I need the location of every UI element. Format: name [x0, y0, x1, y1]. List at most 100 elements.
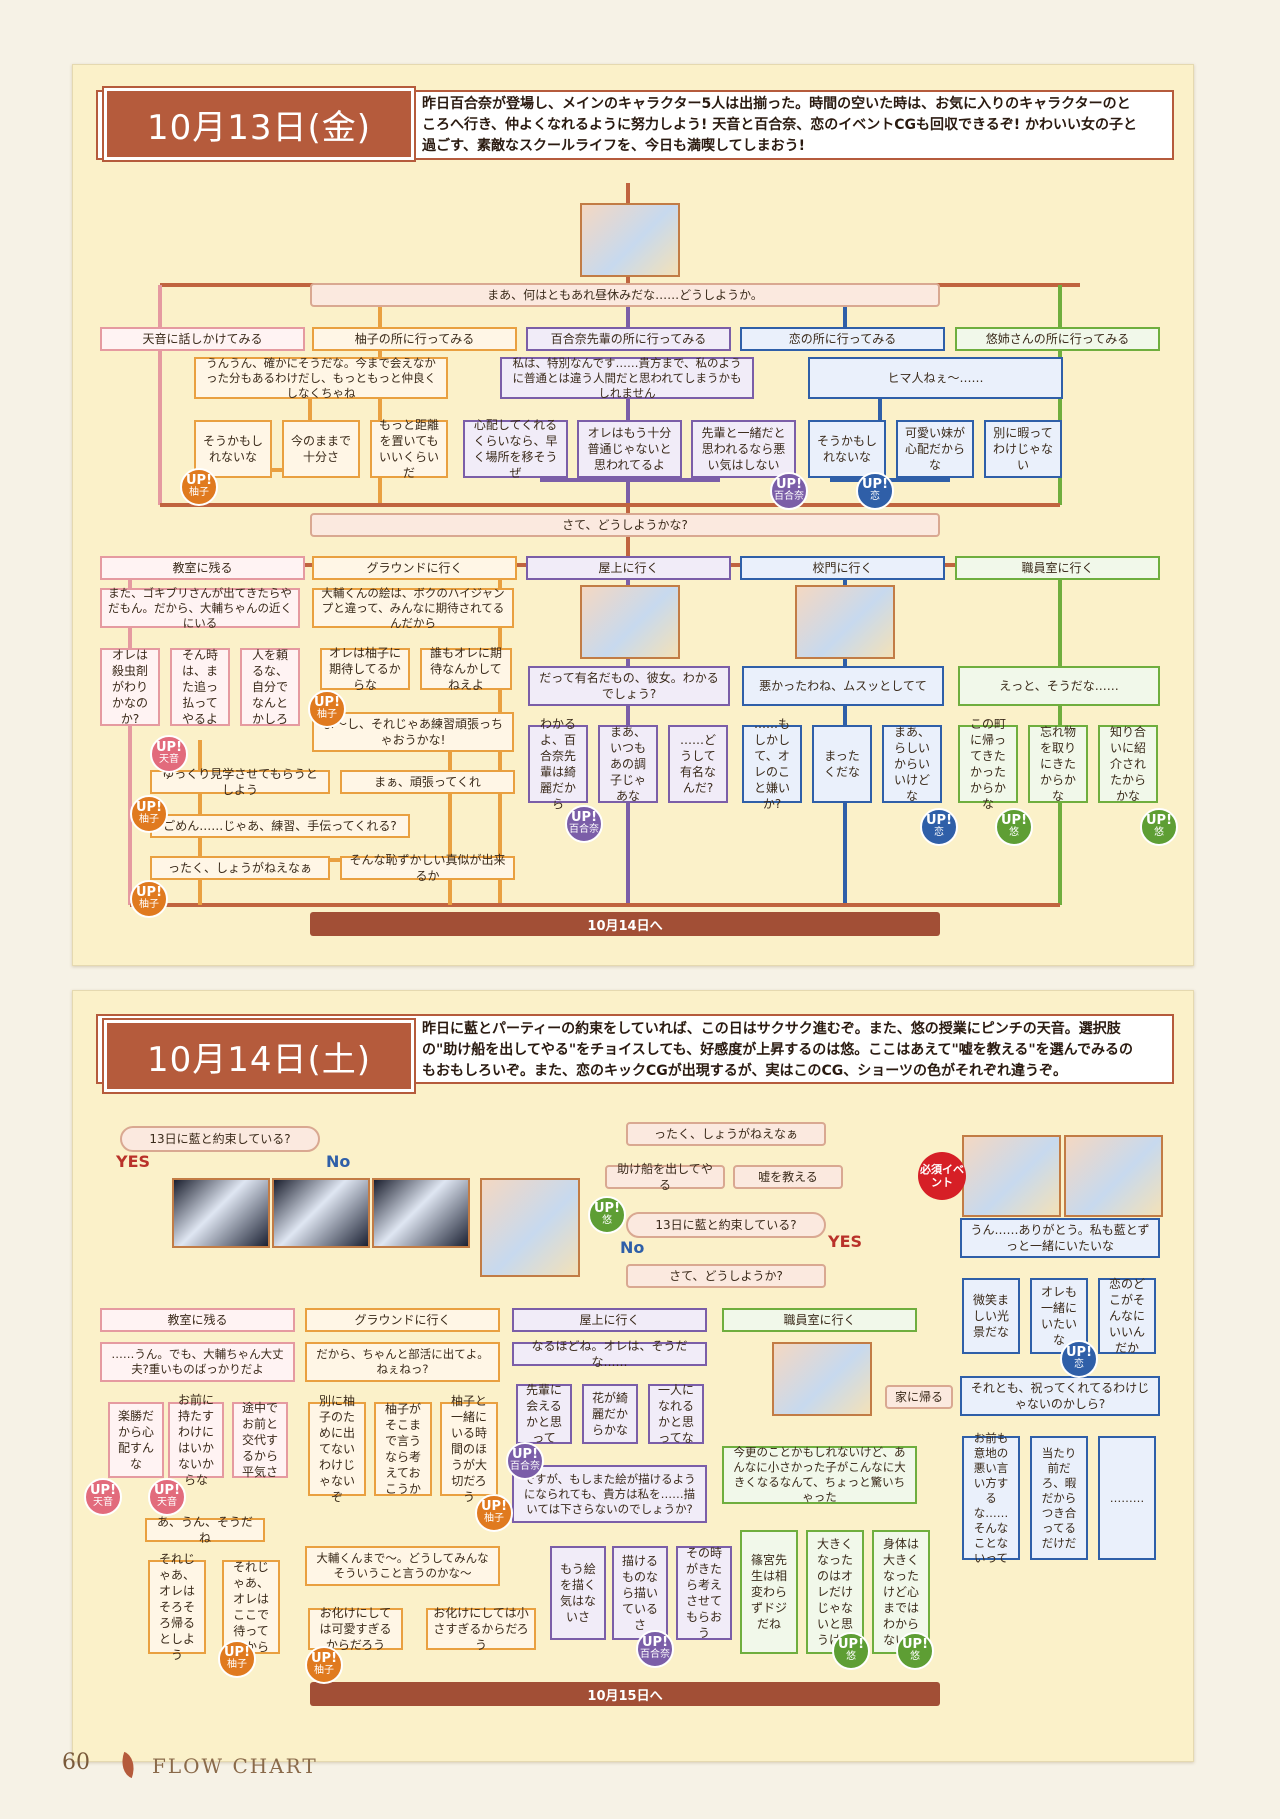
question-promise: 13日に藍と約束している?	[120, 1126, 320, 1152]
yuzu-choice-2[interactable]: 今のままで十分さ	[282, 420, 360, 478]
option-roof-2[interactable]: 屋上に行く	[512, 1308, 707, 1332]
ren-dialogue: ヒマ人ねぇ～……	[808, 357, 1063, 399]
next-day-oct14[interactable]: 10月14日へ	[310, 912, 940, 936]
up-badge-yurina-3: UP!百合奈	[506, 1442, 544, 1480]
ai-dialogue-2: それとも、祝ってくれてるわけじゃないのかしら?	[960, 1376, 1160, 1416]
staffroom2-choice-3[interactable]: 身体は大きくなったけど心まではわからないよ	[872, 1530, 930, 1654]
roof-choice-2[interactable]: まあ、いつもあの調子じゃあな	[598, 725, 658, 803]
ground-choice-2[interactable]: 誰もオレに期待なんかしてねえよ	[420, 646, 512, 692]
gate-cg-thumbnail	[795, 585, 895, 659]
up-badge-yurina-2: UP!百合奈	[565, 805, 603, 843]
ai-choice-5[interactable]: 当たり前だろ、暇だからつき合ってるだけだ	[1030, 1436, 1088, 1560]
option-ground[interactable]: グラウンドに行く	[312, 556, 517, 580]
ground-choice-goodluck[interactable]: まぁ、頑張ってくれ	[340, 770, 515, 794]
roof2-choice-2[interactable]: 花が綺麗だからかな	[582, 1384, 638, 1444]
yurina-dialogue: 私は、特別なんです……貴方まで、私のように普通とは違う人間だと思われてしまうかも…	[500, 356, 754, 400]
option-staffroom-2[interactable]: 職員室に行く	[722, 1308, 917, 1332]
question-promise-2: 13日に藍と約束している?	[626, 1212, 826, 1238]
yuzu-choice-3[interactable]: もっと距離を置いてもいいくらいだ	[370, 418, 448, 480]
dialogue-sigh: ったく、しょうがねえなぁ	[626, 1122, 826, 1146]
up-badge-yuzu-2: UP!柚子	[308, 690, 346, 728]
yes-label-2: YES	[828, 1232, 863, 1251]
option-ren[interactable]: 恋の所に行ってみる	[740, 327, 945, 351]
ai-choice-1[interactable]: 微笑ましい光景だな	[962, 1278, 1020, 1354]
ground-choice-1[interactable]: オレは柚子に期待してるからな	[320, 646, 410, 692]
ground2-choice-5[interactable]: お化けにしては小さすぎるからだろう	[426, 1606, 536, 1652]
ai-choice-4[interactable]: お前も意地の悪い言い方するな……そんなことないって	[962, 1431, 1020, 1565]
gate-choice-3[interactable]: まあ、らしいからいいけどな	[882, 725, 942, 803]
classroom-choice-3[interactable]: 人を頼るな、自分でなんとかしろ	[240, 648, 300, 726]
next-day-oct15[interactable]: 10月15日へ	[310, 1682, 940, 1706]
up-badge-amane-3: UP!天音	[148, 1478, 186, 1516]
date-banner-oct13: 10月13日(金)	[102, 86, 416, 162]
staffroom2-choice-1[interactable]: 篠宮先生は相変わらずドジだね	[740, 1530, 798, 1654]
ai-dialogue: うん……ありがとう。私も藍とずっと一緒にいたいな	[960, 1218, 1160, 1258]
choice-help[interactable]: 助け船を出してやる	[605, 1162, 725, 1192]
classroom2-choice-1[interactable]: 楽勝だから心配すんな	[108, 1402, 164, 1478]
roof2-choice-4[interactable]: もう絵を描く気はないさ	[550, 1546, 606, 1640]
up-badge-yurina: UP!百合奈	[770, 472, 808, 510]
staffroom-choice-1[interactable]: この町に帰ってきたかったからかな	[958, 717, 1018, 811]
roof2-choice-6[interactable]: その時がきたら考えさせてもらおう	[676, 1546, 732, 1640]
roof2-choice-5[interactable]: 描けるものなら描いているさ	[612, 1546, 668, 1640]
up-badge-yuzu: UP!柚子	[180, 468, 218, 506]
option-roof[interactable]: 屋上に行く	[526, 556, 731, 580]
classroom-dialogue-2: ……うん。でも、大輔ちゃん大丈夫?重いものばっかりだよ	[100, 1342, 295, 1382]
classroom-choice-1[interactable]: オレは殺虫剤がわりかなのか?	[100, 648, 160, 726]
option-yuu[interactable]: 悠姉さんの所に行ってみる	[955, 327, 1160, 351]
option-yuzu[interactable]: 柚子の所に行ってみる	[312, 327, 517, 351]
gate-dialogue: 悪かったわね、ムスッとしてて	[742, 666, 944, 706]
classroom2-choice-3[interactable]: 途中でお前と交代するから平気さ	[232, 1401, 288, 1479]
classroom-choice-2[interactable]: そん時は、また追っ払ってやるよ	[170, 648, 230, 726]
ground-choice-watch[interactable]: ゆっくり見学させてもらうとしよう	[150, 767, 330, 797]
ground2-choice-3[interactable]: 柚子と一緒にいる時間のほうが大切だろう	[440, 1394, 498, 1504]
party-cg-thumbnail-2	[1064, 1135, 1163, 1217]
ground-dialogue-oct14-2: 大輔くんまで～。どうしてみんなそういうこと言うのかな～	[305, 1546, 500, 1586]
yuzu-choice-1[interactable]: そうかもしれないな	[194, 420, 272, 478]
yurina-choice-2[interactable]: オレはもう十分普通じゃないと思われてるよ	[577, 420, 682, 478]
ren-choice-3[interactable]: 別に暇ってわけじゃない	[984, 420, 1062, 478]
ren-choice-1[interactable]: そうかもしれないな	[808, 420, 886, 478]
up-badge-yuu: UP!悠	[995, 808, 1033, 846]
staffroom2-choice-2[interactable]: 大きくなったのはオレだけじゃないと思うけど	[806, 1530, 864, 1654]
option-gate[interactable]: 校門に行く	[740, 556, 945, 580]
up-badge-yurina-4: UP!百合奈	[636, 1630, 674, 1668]
option-classroom[interactable]: 教室に残る	[100, 556, 305, 580]
staffroom-choice-3[interactable]: 知り合いに紹介されたからかな	[1098, 725, 1158, 803]
ground2-choice-1[interactable]: 別に柚子のために出てないわけじゃないぞ	[308, 1394, 366, 1504]
up-badge-yuu-3: UP!悠	[588, 1196, 626, 1234]
roof-cg-thumbnail	[580, 585, 680, 659]
option-go-home[interactable]: 家に帰る	[885, 1385, 953, 1409]
ground-choice-embarrassing[interactable]: そんな恥ずかしい真似が出来るか	[340, 853, 515, 883]
ground-choice-fine[interactable]: ったく、しょうがねえなぁ	[150, 856, 330, 880]
page-number: 60	[62, 1750, 90, 1775]
option-amane[interactable]: 天音に話しかけてみる	[100, 327, 305, 351]
ground2-choice-2[interactable]: 柚子がそこまで言うなら考えておこうか	[374, 1402, 432, 1496]
choice-lie[interactable]: 嘘を教える	[733, 1165, 843, 1189]
yurina-choice-3[interactable]: 先輩と一緒だと思われるなら悪い気はしない	[691, 420, 796, 478]
gate-choice-1[interactable]: ……もしかして、オレのこと嫌いか?	[742, 717, 802, 811]
option-ground-2[interactable]: グラウンドに行く	[305, 1308, 500, 1332]
option-staffroom[interactable]: 職員室に行く	[955, 556, 1160, 580]
yurina-choice-1[interactable]: 心配してくれるくらいなら、早く場所を移そうぜ	[463, 418, 568, 480]
ground2-choice-4[interactable]: お化けにしては可愛すぎるからだろう	[308, 1606, 403, 1652]
ren-choice-2[interactable]: 可愛い妹が心配だからな	[896, 420, 974, 478]
classroom2-choice-4[interactable]: それじゃあ、オレはそろそろ帰るとしよう	[148, 1552, 206, 1662]
roof-choice-1[interactable]: わかるよ、百合奈先輩は綺麗だから	[528, 717, 588, 811]
gate-choice-2[interactable]: まったくだな	[812, 725, 872, 803]
classroom2-choice-2[interactable]: お前に持たすわけにはいかないからな	[168, 1393, 224, 1487]
staffroom-choice-2[interactable]: 忘れ物を取りにきたからかな	[1028, 725, 1088, 803]
roof-choice-3[interactable]: ……どうして有名なんだ?	[668, 725, 728, 803]
intro-text-oct13: 昨日百合奈が登場し、メインのキャラクター5人は出揃った。時間の空いた時は、お気に…	[422, 96, 1138, 154]
classroom2-choice-5[interactable]: それじゃあ、オレはここで待ってるから	[222, 1560, 280, 1654]
ai-choice-3[interactable]: 恋のどこがそんなにいいんだか	[1098, 1277, 1156, 1355]
roof2-choice-1[interactable]: 先輩に会えるかと思って	[516, 1383, 572, 1445]
ground-dialogue-oct14: だから、ちゃんと部活に出てよ。ねぇねっ?	[305, 1342, 500, 1382]
date-banner-oct14: 10月14日(土)	[102, 1018, 416, 1094]
yes-label: YES	[116, 1152, 151, 1171]
ai-choice-6[interactable]: ………	[1098, 1436, 1156, 1560]
roof2-choice-3[interactable]: 一人になれるかと思ってな	[648, 1383, 704, 1445]
option-yurina[interactable]: 百合奈先輩の所に行ってみる	[526, 327, 731, 351]
up-badge-yuu-2: UP!悠	[1140, 808, 1178, 846]
option-classroom-2[interactable]: 教室に残る	[100, 1308, 295, 1332]
